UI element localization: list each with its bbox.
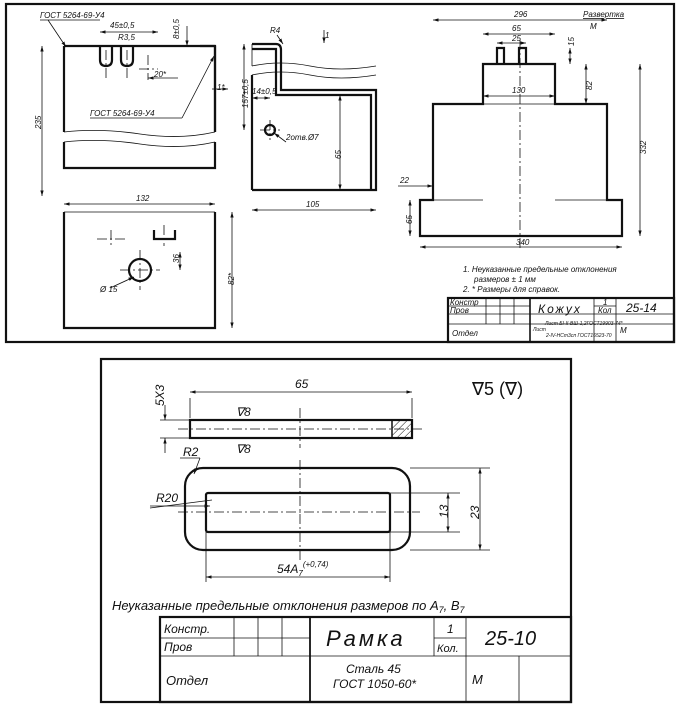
bot-tb-material-2: ГОСТ 1050-60* xyxy=(333,677,416,691)
bot-tb-otdel: Отдел xyxy=(166,673,209,688)
top-tb-scale: М xyxy=(620,326,627,335)
side-view-dims: R4 1 14±0,5 157±0,5 2отв.Ø7 65 105 xyxy=(241,26,376,212)
gost-leader-1: ГОСТ 5264-69-У4 xyxy=(40,11,105,20)
dim-14: 14±0,5 xyxy=(252,87,277,96)
bottom-title-block: Констр. Пров Отдел Рамка 1 Кол. 25-10 Ст… xyxy=(158,615,573,704)
bot-tb-code: 25-10 xyxy=(484,628,536,650)
bot-tb-qty: 1 xyxy=(447,622,454,636)
note-1a: 1. Неуказанные предельные отклонения xyxy=(463,265,617,274)
dim-45: 45±0,5 xyxy=(110,21,135,30)
dim-65v: 65 xyxy=(334,150,343,159)
dim-r4: R4 xyxy=(270,26,281,35)
top-tb-qty: 1 xyxy=(603,298,607,307)
development-view: Развертка М xyxy=(418,10,625,250)
top-tb-name: Кожух xyxy=(538,302,582,316)
top-sheet-frame xyxy=(4,2,676,344)
top-tb-material-prefix: Лист xyxy=(532,327,546,333)
bottom-sheet: 65 5X3 ∇8 ∇8 ∇5 (∇) 54A7(+0,74) xyxy=(99,357,573,704)
top-title-block: Констр Пров Отдел Кожух 1 Кол 25-14 Лист… xyxy=(446,296,676,344)
bot-tb-konstr: Констр. xyxy=(164,622,210,636)
top-tb-qty-label: Кол xyxy=(598,306,612,315)
dim-15hole: Ø 15 xyxy=(99,285,118,294)
dim-340: 340 xyxy=(516,238,530,247)
section-view: 65 5X3 ∇8 ∇8 xyxy=(153,377,425,456)
development-dims: 296 65 25 15 130 82 332 22 65 340 xyxy=(398,10,648,249)
top-tb-konstr: Констр xyxy=(450,298,479,307)
top-tb-otdel: Отдел xyxy=(452,329,478,338)
dim-235: 235 xyxy=(34,115,43,130)
gost-leader-2: ГОСТ 5264-69-У4 xyxy=(90,109,155,118)
bot-dim-r20: R20 xyxy=(156,491,178,505)
front-view-dims: 45±0,5 R3,5 8±0,5 20* 1* 235 132 36 Ø 15… xyxy=(34,11,236,328)
top-sheet: 45±0,5 R3,5 8±0,5 20* 1* 235 132 36 Ø 15… xyxy=(4,2,676,344)
dim-65lo: 65 xyxy=(405,215,414,224)
top-tb-material-1: Лист БI-II-ВШ-1,2ГОСТ19903-74* xyxy=(544,321,624,327)
note-1b: размеров ± 1 мм xyxy=(473,275,536,284)
bot-dim-r2: R2 xyxy=(183,445,199,459)
dim-2holes: 2отв.Ø7 xyxy=(285,133,319,142)
note-2: 2. * Размеры для справок. xyxy=(462,285,560,294)
bot-tb-scale: М xyxy=(472,672,483,687)
dim-132: 132 xyxy=(136,194,150,203)
bot-tb-prov: Пров xyxy=(164,640,192,654)
top-tb-prov: Пров xyxy=(450,306,469,315)
bot-dim-23: 23 xyxy=(468,505,482,520)
dim-332: 332 xyxy=(639,140,648,154)
dim-15: 15 xyxy=(567,37,576,46)
dim-105: 105 xyxy=(306,200,320,209)
dim-1star: 1* xyxy=(217,83,225,92)
dim-1: 1 xyxy=(325,31,329,40)
bot-tb-material-1: Сталь 45 xyxy=(346,662,401,676)
bot-dim-5x3: 5X3 xyxy=(153,384,167,406)
bot-dim-54: 54A7(+0,74) xyxy=(277,560,329,578)
front-view xyxy=(62,44,217,330)
bot-rough-top: ∇8 xyxy=(236,405,251,419)
dev-title: Развертка xyxy=(583,10,625,19)
bot-dim-65: 65 xyxy=(295,377,309,391)
dim-20: 20* xyxy=(153,70,167,79)
dim-296: 296 xyxy=(513,10,528,19)
dev-scale: М xyxy=(590,22,597,31)
bottom-note: Неуказанные предельные отклонения размер… xyxy=(112,598,466,615)
dim-65h: 65 xyxy=(512,24,521,33)
general-roughness: ∇5 (∇) xyxy=(471,379,523,399)
dim-82: 82 xyxy=(585,81,594,90)
bot-tb-name: Рамка xyxy=(326,626,406,651)
top-notes: 1. Неуказанные предельные отклонения раз… xyxy=(462,265,617,294)
dim-82star: 82* xyxy=(227,272,236,285)
bot-tb-qty-label: Кол. xyxy=(437,643,459,655)
dim-130: 130 xyxy=(512,86,526,95)
side-view xyxy=(250,42,378,192)
dim-36: 36 xyxy=(172,254,181,263)
dim-157: 157±0,5 xyxy=(241,79,250,108)
bot-rough-bottom: ∇8 xyxy=(236,442,251,456)
dim-r35: R3,5 xyxy=(118,33,135,42)
dim-22: 22 xyxy=(399,176,409,185)
top-tb-code: 25-14 xyxy=(625,301,657,315)
bot-dim-13: 13 xyxy=(437,504,451,518)
top-tb-material-2: 2-IV-НСт3сп ГОСТ16523-70 xyxy=(545,333,612,339)
frame-plan-view: 54A7(+0,74) 13 23 R2 R20 xyxy=(149,445,490,582)
dim-25: 25 xyxy=(511,34,521,43)
dim-8: 8±0,5 xyxy=(172,18,181,39)
